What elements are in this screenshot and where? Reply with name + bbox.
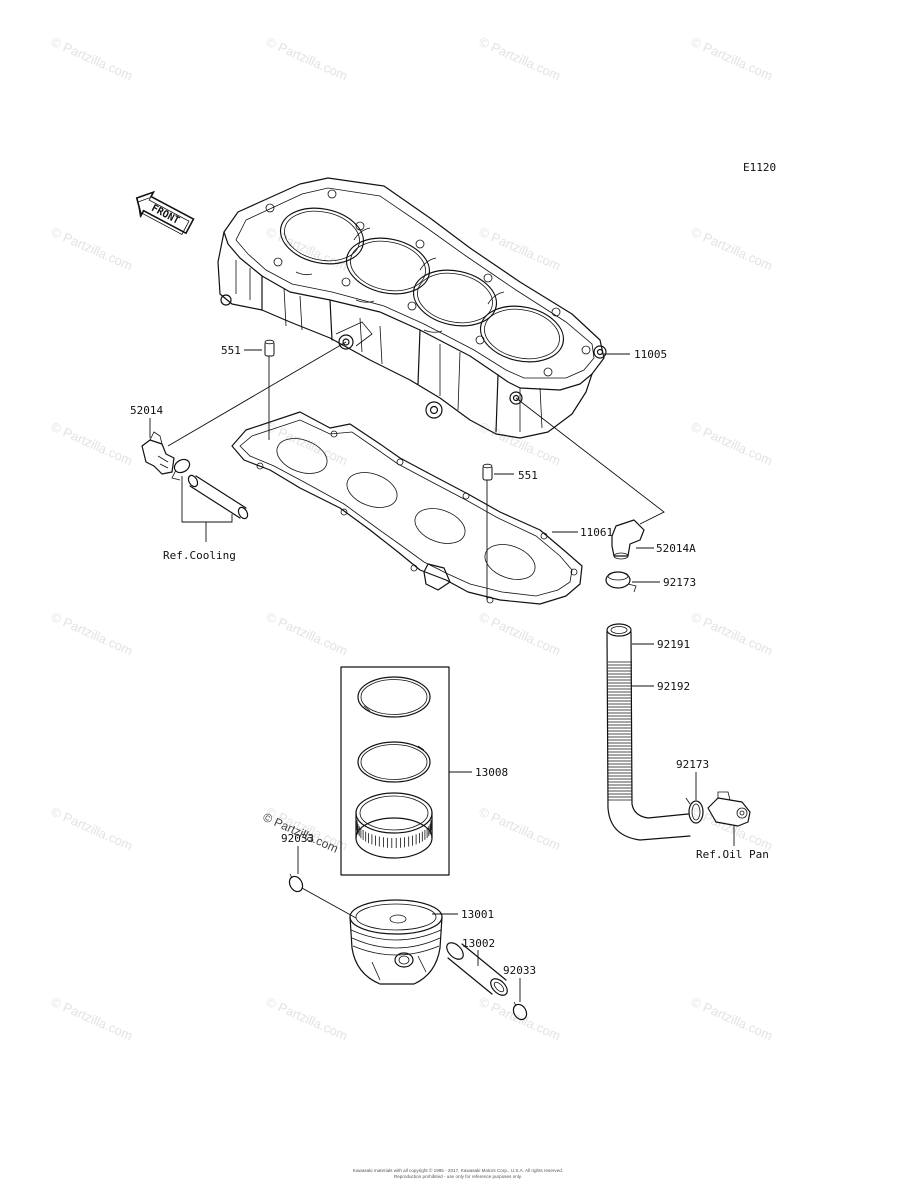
label-92191[interactable]: 92191	[657, 638, 690, 651]
watermark: © Partzilla.com	[689, 419, 775, 468]
watermark: © Partzilla.com	[264, 994, 350, 1043]
label-92173-lower[interactable]: 92173	[676, 758, 709, 771]
oil-ring-expander	[356, 820, 432, 848]
watermark: © Partzilla.com	[49, 994, 135, 1043]
label-11005[interactable]: 11005	[634, 348, 667, 361]
hose-92191-92192[interactable]	[606, 623, 691, 841]
copyright-line-2: Reproduction prohibited - use only for r…	[394, 1174, 522, 1179]
label-52014A[interactable]: 52014A	[656, 542, 696, 555]
watermark: © Partzilla.com	[689, 34, 775, 83]
watermark-layer: © Partzilla.com © Partzilla.com © Partzill…	[49, 34, 775, 1043]
label-ref-oil-pan[interactable]: Ref.Oil Pan	[696, 848, 769, 861]
leader-lines	[149, 341, 735, 1002]
label-551-upper[interactable]: 551	[221, 344, 241, 357]
label-11061[interactable]: 11061	[580, 526, 613, 539]
clamp-left[interactable]	[171, 457, 192, 481]
label-ref-cooling[interactable]: Ref.Cooling	[163, 549, 236, 562]
oil-pan-fitting[interactable]	[707, 791, 751, 827]
piston-pin[interactable]	[444, 940, 511, 999]
label-13001[interactable]: 13001	[461, 908, 494, 921]
dowel-pin-upper[interactable]	[264, 339, 275, 357]
label-92173-upper[interactable]: 92173	[663, 576, 696, 589]
part-labels: 11005 551 551 52014 52014A 11061 92173 9…	[130, 344, 769, 977]
watermark: © Partzilla.com	[477, 609, 563, 658]
cylinder-block[interactable]	[217, 177, 607, 439]
watermark: © Partzilla.com	[264, 34, 350, 83]
watermark: © Partzilla.com	[477, 224, 563, 273]
circlip-right[interactable]	[511, 1001, 529, 1022]
watermark: © Partzilla.com	[49, 609, 135, 658]
watermark: © Partzilla.com	[689, 224, 775, 273]
watermark: © Partzilla.com	[477, 34, 563, 83]
watermark: © Partzilla.com	[49, 419, 135, 468]
clamp-92173-lower[interactable]	[685, 797, 704, 824]
watermark: © Partzilla.com	[689, 994, 775, 1043]
label-13002[interactable]: 13002	[462, 937, 495, 950]
copyright-line-1: Kawasaki materials with all copyright © …	[353, 1167, 563, 1173]
watermark: © Partzilla.com	[49, 804, 135, 853]
watermark: © Partzilla.com	[49, 224, 135, 273]
front-arrow-icon: FRONT	[135, 190, 195, 235]
fitting-52014A[interactable]	[611, 519, 645, 560]
label-92192[interactable]: 92192	[657, 680, 690, 693]
label-92033-left[interactable]: 92033	[281, 832, 314, 845]
label-551-lower[interactable]: 551	[518, 469, 538, 482]
hose-ribs	[608, 661, 632, 801]
clamp-92173-upper[interactable]	[605, 571, 637, 593]
label-13008[interactable]: 13008	[475, 766, 508, 779]
piston-ring-set-box[interactable]	[340, 666, 450, 876]
watermark: © Partzilla.com	[689, 609, 775, 658]
label-52014[interactable]: 52014	[130, 404, 163, 417]
fitting-52014[interactable]	[141, 431, 175, 475]
cooling-hose[interactable]	[187, 474, 250, 520]
watermark: © Partzilla.com	[689, 804, 775, 853]
circlip-left[interactable]	[287, 873, 305, 894]
watermark: © Partzilla.com	[264, 609, 350, 658]
watermark: © Partzilla.com	[49, 34, 135, 83]
watermark: © Partzilla.com	[477, 804, 563, 853]
piston[interactable]	[349, 899, 443, 985]
diagram-code: E1120	[743, 161, 776, 174]
label-92033-right[interactable]: 92033	[503, 964, 536, 977]
dowel-pin-lower[interactable]	[482, 463, 493, 481]
base-gasket[interactable]	[231, 411, 583, 605]
